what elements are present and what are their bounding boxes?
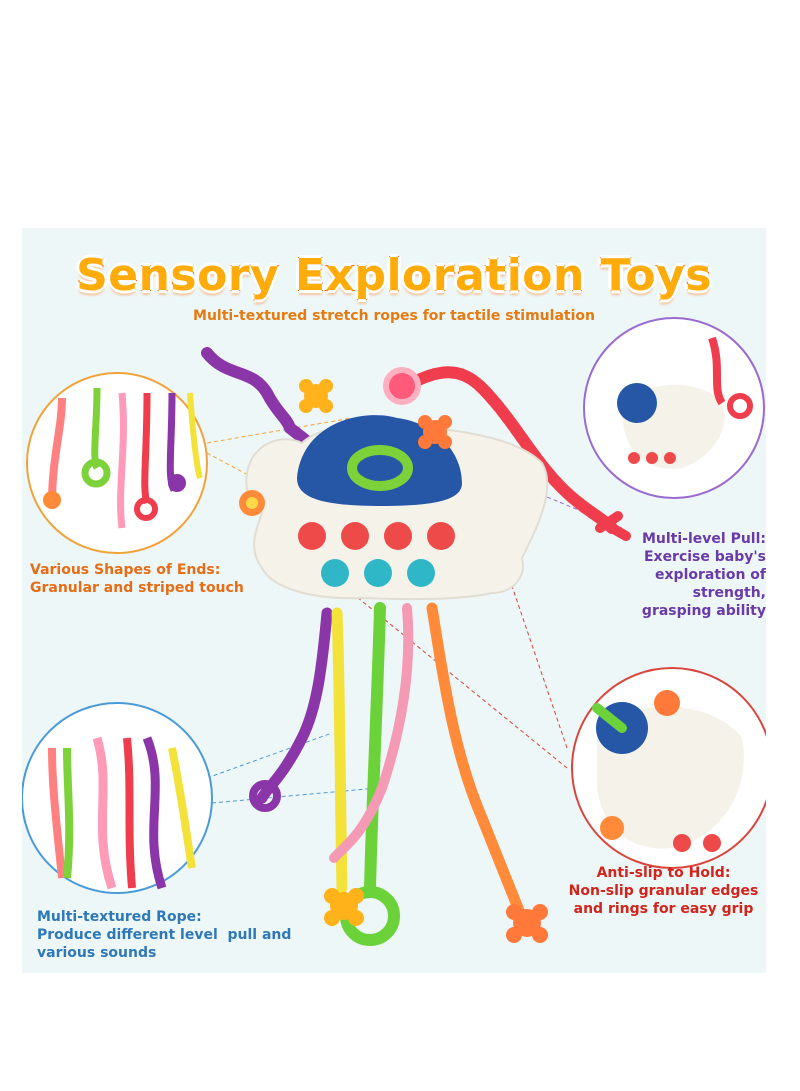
- callout-rope: Multi-textured Rope: Produce different l…: [37, 908, 291, 962]
- callout-grip-body-2: and rings for easy grip: [573, 901, 754, 917]
- ends-zoom-circle: [26, 372, 208, 554]
- rope-zoom-circle: [22, 702, 213, 894]
- toy-illustration: [22, 317, 766, 946]
- callout-grip: Anti-slip to Hold: Non-slip granular edg…: [561, 864, 766, 918]
- callout-rope-body-1: Produce different level pull and: [37, 927, 292, 943]
- callout-ends: Various Shapes of Ends: Granular and str…: [30, 561, 244, 597]
- callout-pull-body-2: exploration of strength,: [655, 567, 766, 601]
- callout-pull-body-1: Exercise baby's: [643, 549, 766, 565]
- callout-rope-body-2: various sounds: [37, 945, 157, 961]
- callout-grip-heading: Anti-slip to Hold:: [596, 865, 731, 881]
- callout-pull: Multi-level Pull: Exercise baby's explor…: [591, 530, 766, 620]
- callout-ends-heading: Various Shapes of Ends:: [30, 562, 221, 578]
- callout-pull-heading: Multi-level Pull:: [641, 531, 766, 547]
- callout-rope-heading: Multi-textured Rope:: [37, 909, 202, 925]
- page-subtitle: Multi-textured stretch ropes for tactile…: [193, 308, 595, 324]
- pull-zoom-circle: [583, 317, 765, 499]
- grip-zoom-circle: [571, 667, 766, 869]
- callout-grip-body-1: Non-slip granular edges: [568, 883, 759, 899]
- page-title: Sensory Exploration Toys: [75, 249, 712, 302]
- product-panel: Sensory Exploration Toys Multi-textured …: [22, 228, 766, 973]
- callout-pull-body-3: grasping ability: [641, 603, 766, 619]
- callout-ends-body: Granular and striped touch: [30, 580, 244, 596]
